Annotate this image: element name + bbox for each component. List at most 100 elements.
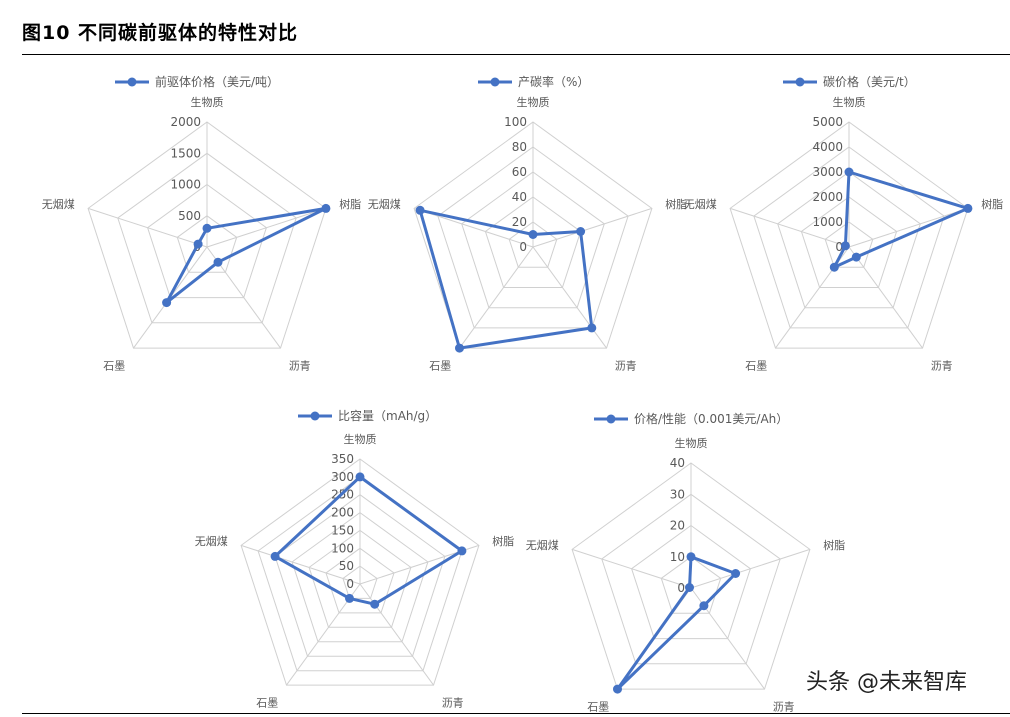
- radar-grid-ring: [824, 221, 874, 268]
- axis-label: 无烟煤: [195, 534, 228, 548]
- axis-label: 沥青: [289, 360, 311, 373]
- legend-swatch-marker: [606, 414, 616, 424]
- data-point: [321, 203, 331, 213]
- axis-label: 沥青: [773, 701, 795, 714]
- axis-label: 无烟煤: [684, 197, 717, 211]
- radar-grid-ring: [571, 462, 811, 690]
- data-point: [587, 323, 597, 333]
- tick-label: 20: [670, 519, 685, 533]
- radar-spoke: [87, 207, 208, 248]
- tick-label: 40: [670, 456, 685, 470]
- legend-label: 前驱体价格（美元/吨）: [155, 74, 279, 89]
- data-point: [202, 223, 212, 233]
- radar-grid-ring: [800, 196, 898, 288]
- data-point: [345, 593, 354, 603]
- axis-label: 沥青: [442, 697, 464, 710]
- data-point: [829, 262, 839, 272]
- data-point: [699, 601, 709, 611]
- data-point: [528, 230, 538, 239]
- radar-spoke: [413, 207, 534, 248]
- radar-grid-ring: [631, 524, 751, 640]
- data-point: [731, 569, 741, 578]
- radar-spoke: [359, 583, 434, 686]
- tick-label: 30: [670, 487, 685, 501]
- data-point: [355, 472, 365, 482]
- data-point: [851, 252, 861, 262]
- radar-grid-ring: [508, 221, 558, 268]
- bottom-rule: [22, 713, 1010, 714]
- data-point: [162, 298, 172, 308]
- radar-spoke: [240, 544, 361, 585]
- series-line: [616, 555, 738, 691]
- data-point: [576, 227, 586, 236]
- data-point: [415, 205, 425, 215]
- tick-label: 40: [512, 190, 527, 204]
- axis-label: 沥青: [931, 360, 953, 373]
- radar-grid-ring: [660, 556, 722, 614]
- tick-label: 0: [519, 240, 527, 254]
- radar-spoke: [729, 207, 850, 248]
- tick-label: 100: [504, 115, 527, 129]
- legend-label: 比容量（mAh/g）: [338, 408, 437, 423]
- axis-label: 无烟煤: [526, 538, 559, 552]
- radar-grid-ring: [437, 146, 629, 329]
- tick-label: 1000: [812, 215, 843, 229]
- radar-grid-ring: [325, 547, 395, 614]
- figure-title: 图10 不同碳前驱体的特性对比: [22, 22, 299, 44]
- axis-label: 生物质: [344, 432, 377, 446]
- radar-grid-ring: [461, 171, 605, 309]
- legend-label: 碳价格（美元/t）: [823, 74, 916, 89]
- tick-label: 10: [670, 550, 685, 564]
- tick-label: 80: [512, 140, 527, 154]
- data-point: [455, 343, 464, 353]
- axis-label: 树脂: [823, 538, 845, 552]
- axis-label: 树脂: [665, 197, 687, 211]
- radar-spoke: [532, 207, 653, 248]
- legend-swatch-marker: [127, 77, 137, 87]
- series-line: [273, 475, 464, 606]
- axis-label: 石墨: [587, 701, 609, 714]
- tick-label: 300: [331, 470, 354, 484]
- data-point: [613, 684, 622, 694]
- axis-label: 石墨: [745, 360, 767, 373]
- radar-spoke: [532, 246, 607, 349]
- series-line: [418, 208, 594, 350]
- axis-label: 石墨: [256, 697, 278, 710]
- axis-label: 树脂: [492, 534, 514, 548]
- top-rule: [22, 54, 1010, 55]
- radar-grid-ring: [240, 458, 480, 686]
- axis-label: 石墨: [429, 360, 451, 373]
- data-point: [685, 583, 694, 592]
- axis-label: 无烟煤: [42, 197, 75, 211]
- data-point: [840, 241, 850, 251]
- tick-label: 5000: [812, 115, 843, 129]
- radar-spoke: [848, 246, 923, 349]
- radar-grid-ring: [413, 121, 653, 349]
- axis-label: 生物质: [675, 436, 708, 450]
- data-point: [370, 599, 380, 609]
- radar-grid-ring: [87, 121, 327, 349]
- watermark: 头条 @未来智库: [806, 670, 967, 695]
- legend-label: 产碳率（%）: [518, 74, 589, 89]
- data-point: [844, 167, 854, 177]
- axis-label: 树脂: [981, 197, 1003, 211]
- radar-grid-ring: [291, 511, 429, 643]
- radar-grid-ring: [729, 121, 969, 349]
- data-point: [457, 546, 467, 556]
- tick-label: 500: [178, 209, 201, 223]
- tick-label: 3000: [812, 165, 843, 179]
- radar-spoke: [571, 548, 692, 589]
- data-point: [686, 552, 696, 562]
- tick-label: 1500: [170, 146, 201, 160]
- tick-label: 150: [331, 523, 354, 537]
- axis-label: 树脂: [339, 197, 361, 211]
- radar-spoke: [206, 207, 327, 248]
- radar-grid-ring: [308, 529, 412, 628]
- legend-swatch-marker: [490, 77, 500, 87]
- radar-grid-ring: [753, 146, 945, 329]
- axis-label: 无烟煤: [368, 197, 401, 211]
- axis-label: 生物质: [517, 95, 550, 109]
- tick-label: 50: [339, 559, 354, 573]
- tick-label: 100: [331, 541, 354, 555]
- tick-label: 20: [512, 215, 527, 229]
